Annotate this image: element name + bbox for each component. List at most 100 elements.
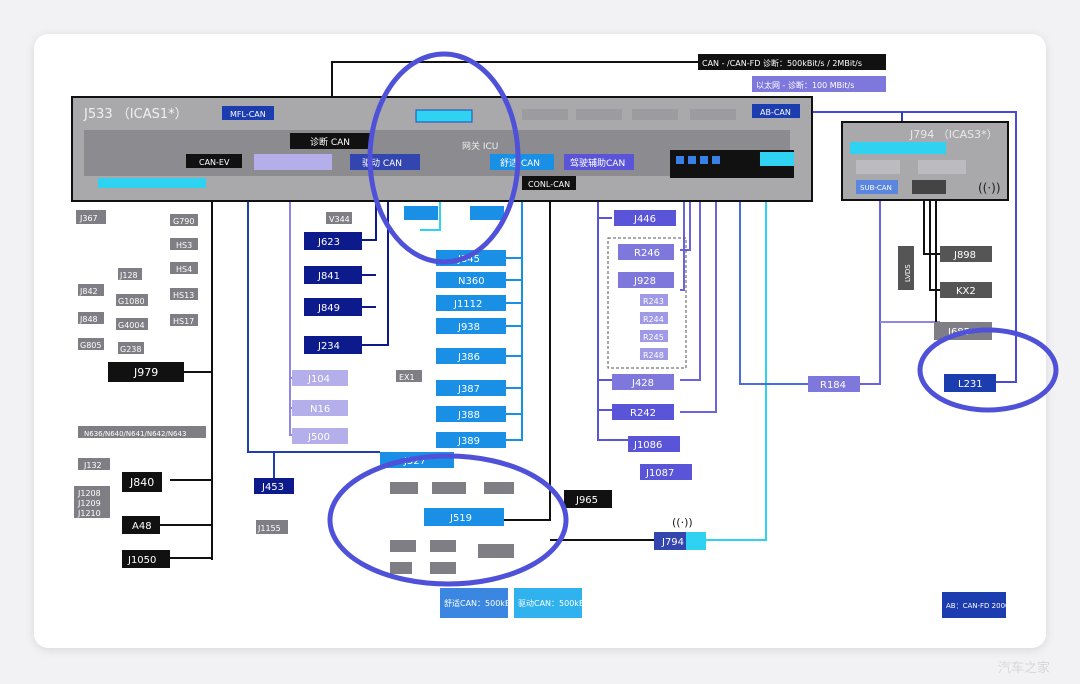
sub-can-tag [856,180,898,194]
module-j519 [424,508,504,526]
svg-text:J386: J386 [457,352,480,363]
module-j1112 [436,295,506,311]
svg-text:L231: L231 [958,379,983,390]
drive-can-rate-box [514,588,582,618]
module-hs13 [170,288,198,300]
svg-text:R246: R246 [634,248,660,259]
svg-text:J928: J928 [633,276,656,287]
power-can-label: 驱动 CAN [362,158,402,169]
ethernet-tag [415,109,473,123]
module-j898 [940,246,992,262]
svg-text:LVDS: LVDS [904,264,912,282]
module-j104 [292,370,348,386]
svg-text:J128: J128 [119,271,138,280]
svg-text:R244: R244 [643,315,664,324]
module-r246 [618,244,674,260]
module-j388 [436,406,506,422]
svg-text:J519: J519 [449,513,472,524]
module-j1155 [256,520,288,534]
svg-text:J1208: J1208 [77,489,101,498]
mfl-can-label: MFL-CAN [230,110,266,119]
can-ev-label: CAN-EV [199,158,230,167]
module-j1086 [628,436,680,452]
j533-title: J533 （ICAS1*） [83,107,188,122]
svg-text:EX1: EX1 [399,373,415,382]
svg-text:J938: J938 [457,322,480,333]
module-g238 [118,342,144,354]
ethernet-legend-text: 以太网 - 诊断：100 MBit/s [756,80,854,90]
svg-text:J848: J848 [79,315,98,324]
svg-text:N16: N16 [310,404,330,415]
module-ex1 [396,370,422,382]
svg-text:HS4: HS4 [176,265,192,274]
ethernet-legend [752,76,886,92]
conl-can-label: CONL-CAN [528,180,570,189]
ab-can-note-text: AB：CAN-FD 2000kBit/s [946,602,1029,610]
svg-text:HS17: HS17 [173,317,194,326]
highlight-circle-l231 [917,327,1059,413]
module-j1087 [640,464,692,480]
module-j386 [436,348,506,364]
svg-text:HS3: HS3 [176,241,192,250]
module-hs4 [170,262,198,274]
svg-text:J623: J623 [317,237,340,248]
module-n16 [292,400,348,416]
svg-text:G805: G805 [80,341,101,350]
module-g805 [78,338,104,350]
module-j841 [304,266,362,284]
module-j387 [436,380,506,396]
gateway-cyan-port [760,152,794,166]
radar-group [607,237,687,369]
module-l231 [944,374,996,392]
module-j938 [436,318,506,334]
svg-text:J841: J841 [317,271,340,282]
ab-can-label: AB-CAN [760,108,791,117]
antenna-icon: ((·)) [978,181,1001,195]
svg-text:J132: J132 [83,461,102,470]
svg-text:KX2: KX2 [956,286,976,297]
svg-text:J979: J979 [133,366,158,379]
sensor-row [78,426,206,438]
svg-text:J1087: J1087 [645,468,674,479]
svg-text:J842: J842 [79,287,98,296]
module-j623 [304,232,362,250]
svg-text:J500: J500 [307,432,330,443]
gateway-icu-label: 网关 ICU [462,140,498,152]
module-j848 [78,312,104,324]
ab-can-note-box [942,592,1006,618]
svg-text:J367: J367 [79,214,98,223]
canfd-legend-text: CAN - /CAN-FD 诊断：500kBit/s / 2MBit/s [702,58,862,68]
drive-can-rate-text: 驱动CAN：500kBit/s [518,598,597,608]
svg-text:N360: N360 [458,276,485,287]
gateway-ports-left [98,178,206,188]
module-j234 [304,336,362,354]
can-ev-tag [186,154,242,168]
svg-text:R242: R242 [630,408,656,419]
svg-text:J446: J446 [633,214,656,225]
module-j446 [614,210,676,226]
svg-text:G1080: G1080 [118,297,145,306]
module-hs17 [170,314,198,326]
module-j840 [122,472,162,492]
drive-assist-can-label: 驾驶辅助CAN [570,157,625,169]
svg-text:J388: J388 [457,410,480,421]
drive-assist-can-tag [564,154,634,170]
highlight-circle-comfort [327,453,569,587]
svg-text:J527: J527 [403,456,426,467]
module-j128 [118,268,142,280]
svg-text:J389: J389 [457,436,480,447]
module-r248 [640,348,668,360]
svg-text:J234: J234 [317,341,340,352]
svg-text:A48: A48 [132,521,152,532]
mfl-can-tag [222,106,274,120]
svg-text:R245: R245 [643,333,664,342]
svg-text:V344: V344 [329,215,350,224]
svg-text:J840: J840 [129,476,154,489]
svg-text:J1209: J1209 [77,499,101,508]
highlight-circle-ethernet [367,51,521,265]
module-v344 [326,212,352,224]
module-r245 [640,330,668,342]
svg-text:N636/N640/N641/N642/N643: N636/N640/N641/N642/N643 [84,430,186,438]
module-j928 [618,272,674,288]
